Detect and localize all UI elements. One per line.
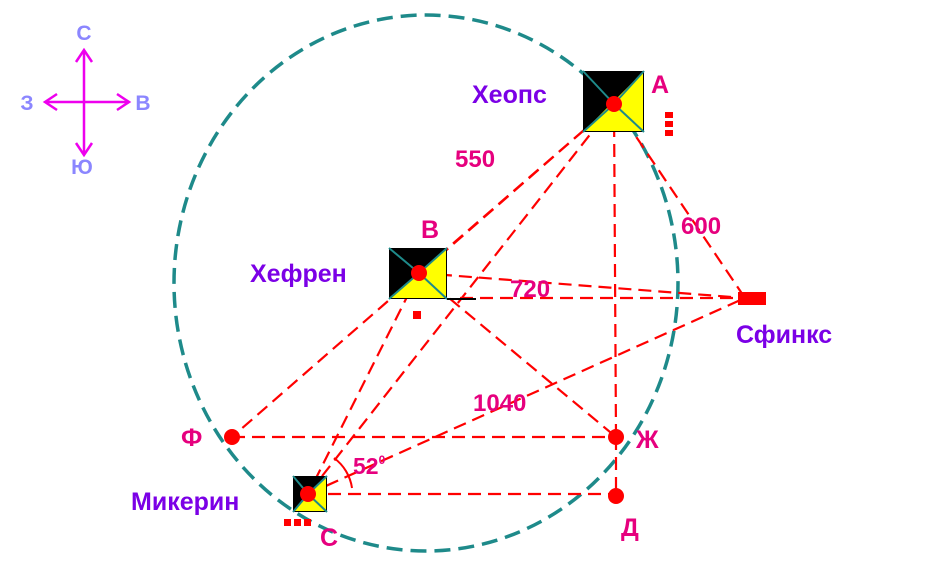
size-markers: [284, 112, 673, 526]
circumscribed-circle: [172, 13, 680, 553]
angle-label: 520: [353, 453, 386, 479]
line-b-zh: [418, 272, 617, 438]
south-arrow-icon: [74, 142, 94, 158]
sphinx-label: Сфинкс: [736, 321, 832, 349]
east-arrow-icon: [116, 92, 132, 112]
point-zh: [608, 429, 624, 445]
points: [224, 96, 624, 504]
point-a: [606, 96, 622, 112]
point-c: [300, 486, 316, 502]
line-a-f: [231, 103, 615, 438]
compass-north-label: С: [76, 22, 91, 45]
compass-east-label: В: [135, 92, 150, 115]
point-a-label: А: [651, 71, 669, 99]
point-d: [608, 488, 624, 504]
line-b-c: [307, 272, 420, 495]
angle-unit: 0: [379, 453, 386, 467]
point-f-label: Ф: [181, 424, 202, 452]
compass: С Ю З В: [20, 22, 150, 179]
sphinx-marker: [738, 292, 766, 305]
north-arrow-icon: [74, 47, 94, 63]
point-f: [224, 429, 240, 445]
cheops-label: Хеопс: [472, 81, 547, 109]
point-zh-label: Ж: [635, 426, 659, 454]
compass-west-label: З: [20, 92, 33, 115]
distance-cheops-khafre: 550: [455, 146, 495, 173]
point-b-label: В: [421, 216, 439, 244]
distance-khafre-sphinx: 720: [510, 276, 550, 303]
khafre-label: Хефрен: [250, 260, 347, 288]
khafre-pyramid-icon: [388, 247, 476, 300]
angle-arc: [333, 457, 353, 489]
line-a-zh: [612, 103, 618, 438]
distance-menkaure-sphinx: 1040: [473, 390, 526, 417]
distance-cheops-sphinx: 600: [681, 213, 721, 240]
point-d-label: Д: [621, 514, 639, 542]
west-arrow-icon: [42, 92, 58, 112]
menkaure-label: Микерин: [131, 488, 239, 516]
angle-value: 52: [353, 453, 379, 479]
compass-south-label: Ю: [71, 156, 93, 179]
point-c-label: С: [320, 524, 338, 552]
line-b-sphinx: [418, 271, 746, 300]
point-b: [411, 265, 427, 281]
